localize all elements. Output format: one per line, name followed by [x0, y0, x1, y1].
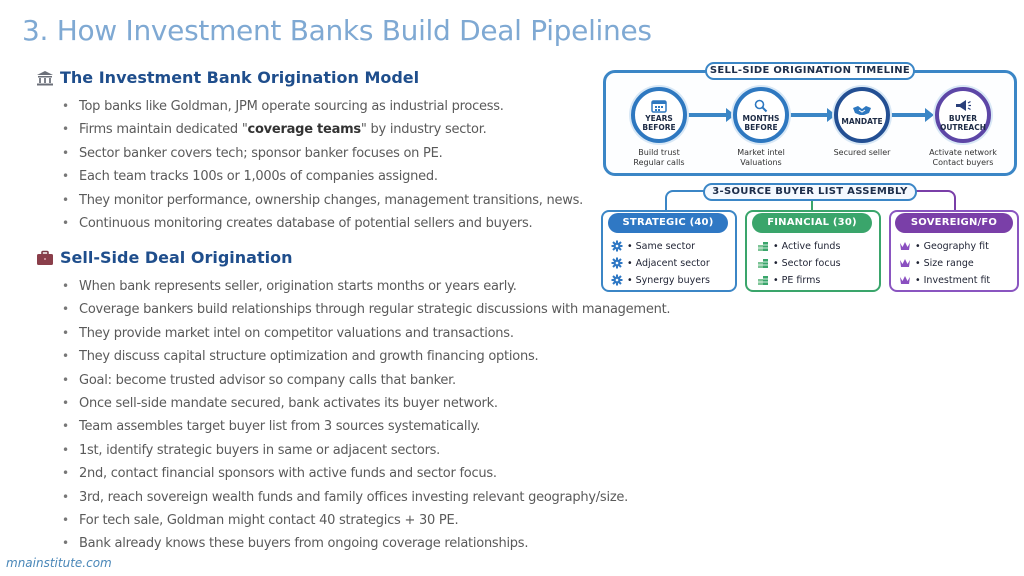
- assembly-title: 3-SOURCE BUYER LIST ASSEMBLY: [703, 183, 917, 201]
- gear-icon: [611, 274, 623, 286]
- page-title: 3. How Investment Banks Build Deal Pipel…: [22, 14, 652, 47]
- arrow-icon: [890, 108, 934, 122]
- source-item: • Active funds: [757, 240, 840, 252]
- arrow-icon: [685, 108, 735, 122]
- briefcase-icon: [37, 250, 53, 265]
- list-item: Coverage bankers build relationships thr…: [62, 298, 671, 322]
- sell-side-list: When bank represents seller, origination…: [62, 275, 671, 556]
- timeline-title: SELL-SIDE ORIGINATION TIMELINE: [705, 62, 915, 80]
- list-item: Sector banker covers tech; sponsor banke…: [62, 142, 583, 166]
- source-item: • Same sector: [611, 240, 695, 252]
- list-item: 1st, identify strategic buyers in same o…: [62, 439, 670, 463]
- crown-icon: [900, 259, 910, 267]
- list-item: Team assembles target buyer list from 3 …: [62, 415, 670, 439]
- list-item: Each team tracks 100s or 1,000s of compa…: [62, 165, 583, 189]
- list-item: When bank represents seller, origination…: [62, 275, 670, 299]
- list-item: They monitor performance, ownership chan…: [62, 189, 583, 213]
- origination-model-list: Top banks like Goldman, JPM operate sour…: [62, 95, 583, 236]
- crown-icon: [900, 276, 910, 284]
- list-item: They discuss capital structure optimizat…: [62, 345, 670, 369]
- list-item: Goal: become trusted advisor so company …: [62, 369, 670, 393]
- arrow-icon: [788, 108, 836, 122]
- list-item: Continuous monitoring creates database o…: [62, 212, 583, 236]
- list-item: Top banks like Goldman, JPM operate sour…: [62, 95, 583, 119]
- gear-icon: [611, 257, 623, 269]
- handshake-icon: [853, 106, 871, 115]
- list-item: Firms maintain dedicated "coverage teams…: [62, 118, 583, 142]
- footer-site-link[interactable]: mnainstitute.com: [6, 556, 112, 570]
- money-stack-icon: [758, 259, 768, 268]
- list-item: Once sell-side mandate secured, bank act…: [62, 392, 670, 416]
- section-heading-sell-side: Sell-Side Deal Origination: [36, 248, 292, 267]
- source-item: • Sector focus: [757, 257, 841, 269]
- section-heading-text: Sell-Side Deal Origination: [60, 248, 293, 267]
- connector-line: [912, 190, 956, 210]
- source-header-sovereign: SOVEREIGN/FO: [895, 213, 1013, 233]
- money-stack-icon: [758, 242, 768, 251]
- source-item: • Synergy buyers: [611, 274, 710, 286]
- source-header-financial: FINANCIAL (30): [752, 213, 872, 233]
- list-item: 2nd, contact financial sponsors with act…: [62, 462, 670, 486]
- step-description: Secured seller: [833, 148, 891, 157]
- magnifier-icon: [754, 99, 768, 112]
- source-item: • Adjacent sector: [611, 257, 710, 269]
- source-item: • Size range: [899, 257, 974, 269]
- calendar-icon: [651, 99, 667, 113]
- source-header-strategic: STRATEGIC (40): [608, 213, 728, 233]
- list-item: Bank already knows these buyers from ong…: [62, 532, 670, 556]
- bank-icon: [37, 70, 53, 85]
- list-item: They provide market intel on competitor …: [62, 322, 670, 346]
- list-item: 3rd, reach sovereign wealth funds and fa…: [62, 486, 670, 510]
- source-item: • Investment fit: [899, 274, 990, 286]
- source-item: • PE firms: [757, 274, 820, 286]
- list-item: For tech sale, Goldman might contact 40 …: [62, 509, 670, 533]
- connector-line: [811, 198, 813, 210]
- crown-icon: [900, 242, 910, 250]
- megaphone-icon: [956, 99, 971, 111]
- connector-line: [665, 190, 715, 210]
- timeline-step-mandate: MANDATE: [834, 87, 890, 143]
- section-heading-text: The Investment Bank Origination Model: [60, 68, 420, 87]
- section-heading-origination-model: The Investment Bank Origination Model: [36, 68, 419, 87]
- money-stack-icon: [758, 276, 768, 285]
- source-item: • Geography fit: [899, 240, 989, 252]
- gear-icon: [611, 240, 623, 252]
